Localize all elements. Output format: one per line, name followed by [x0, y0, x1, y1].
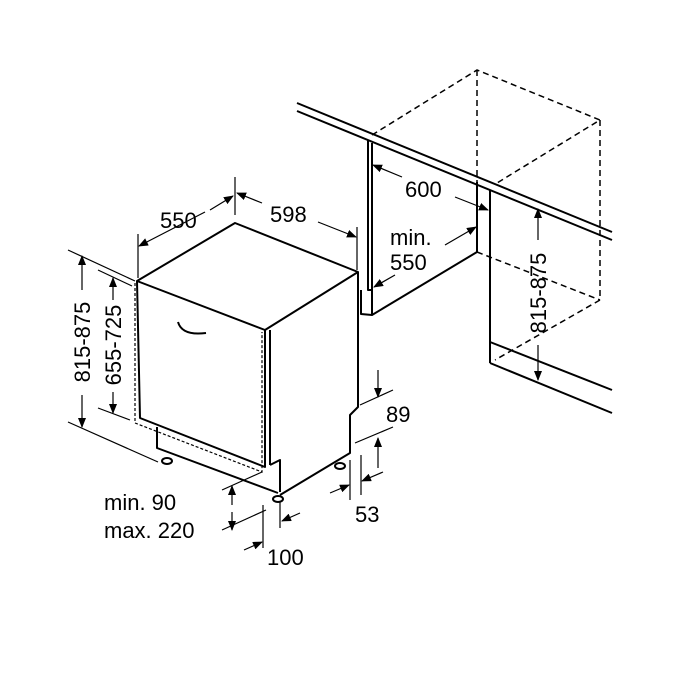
foot: [334, 462, 346, 470]
dishwasher-side: [279, 272, 359, 496]
dim-arrow-min550: [444, 226, 477, 246]
dishwasher-door: [136, 280, 266, 468]
kitchen-niche: [296, 69, 613, 414]
dim-arrow-53: [361, 471, 384, 482]
dim-arrow-598: [236, 192, 263, 204]
extension-line: [354, 426, 394, 444]
dim-arrow-550: [209, 195, 234, 211]
label-rear-gap: 89: [386, 402, 410, 427]
niche-floor-edge: [371, 251, 478, 316]
label-plinth-min: min. 90: [104, 490, 176, 515]
foot: [161, 457, 173, 465]
dashed-edge: [476, 251, 601, 301]
extension-line: [67, 249, 136, 282]
extension-line: [67, 421, 159, 463]
dim-arrow-min550: [373, 274, 396, 288]
right-plinth-bottom: [489, 362, 613, 414]
plinth-area: [156, 427, 279, 494]
countertop-edge-bottom: [296, 110, 613, 241]
countertop-edge-top: [296, 102, 613, 233]
upper-cabinet-dashed: [371, 69, 602, 184]
dim-arrow-550: [138, 211, 206, 247]
label-door-height: 655-725: [101, 305, 126, 386]
dimension-labels: 550 598 600 min. 550 815-875 815-875 655…: [70, 177, 551, 570]
door-handle: [177, 321, 207, 335]
decor-panel-outline: [134, 283, 263, 473]
foot: [272, 495, 284, 503]
dim-arrow-53: [329, 484, 350, 494]
right-cabinet-bottom: [489, 341, 613, 391]
label-width: 598: [270, 202, 307, 227]
dishwasher-top: [136, 222, 359, 331]
label-depth: 550: [160, 208, 197, 233]
label-plinth-max: max. 220: [104, 518, 195, 543]
front-foot-post: [269, 459, 281, 492]
label-side-offset: 53: [355, 502, 379, 527]
dishwasher-body: [134, 222, 359, 503]
extension-line: [221, 509, 267, 531]
dashed-edge: [494, 299, 601, 361]
label-niche-depth-min: min.: [390, 225, 432, 250]
extension-line: [97, 407, 131, 421]
dim-arrow-100: [281, 512, 301, 522]
label-niche-width: 600: [405, 177, 442, 202]
dimension-lines: [67, 164, 542, 551]
dim-arrow-600: [372, 164, 403, 178]
label-appliance-height: 815-875: [70, 302, 95, 383]
label-plinth-depth: 100: [267, 545, 304, 570]
left-cabinet-plinth: [360, 290, 373, 316]
dim-arrow-598: [317, 221, 357, 238]
dim-arrow-600: [454, 196, 489, 211]
label-niche-depth: 550: [390, 250, 427, 275]
dim-arrow-100: [243, 541, 263, 551]
left-cabinet-panel: [367, 140, 373, 291]
label-niche-height: 815-875: [526, 253, 551, 334]
